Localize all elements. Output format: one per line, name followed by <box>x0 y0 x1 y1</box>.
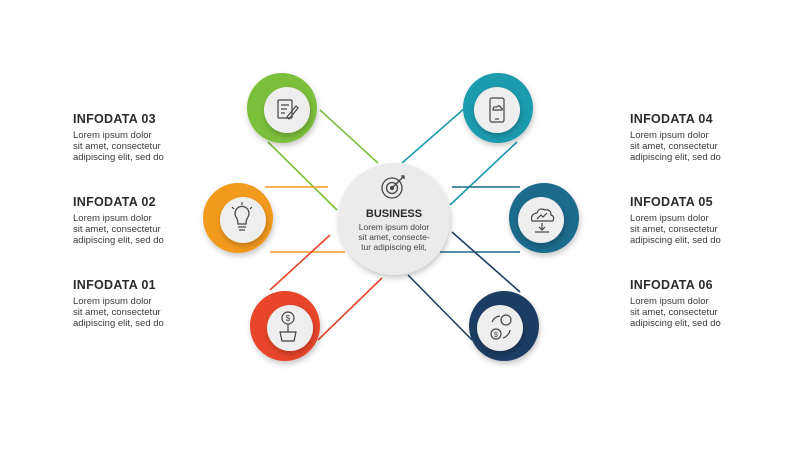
infodata-02-block: INFODATA 02 Lorem ipsum dolor sit amet, … <box>73 195 223 246</box>
infodata-04-line-2: sit amet, consectetur <box>630 141 718 152</box>
infodata-03-block: INFODATA 03 Lorem ipsum dolor sit amet, … <box>73 112 223 163</box>
connector-06b <box>407 274 473 341</box>
cloud-chart-icon <box>530 208 555 233</box>
infodata-03-line-2: sit amet, consectetur <box>73 141 161 152</box>
smartphone-cloud-icon <box>489 97 505 123</box>
infodata-03-line-3: adipiscing elit, sed do <box>73 152 164 163</box>
center-node: BUSINESS Lorem ipsum dolor sit amet, con… <box>338 163 450 275</box>
connector-01 <box>269 234 331 291</box>
infodata-02-line-2: sit amet, consectetur <box>73 224 161 235</box>
connector-03 <box>319 109 379 164</box>
infodata-03-line-1: Lorem ipsum dolor <box>73 130 152 141</box>
connector-04b <box>449 141 518 206</box>
infodata-02-title: INFODATA 02 <box>73 195 156 209</box>
center-line-2: sit amet, consecte- <box>358 232 430 242</box>
infodata-01-line-2: sit amet, consectetur <box>73 307 161 318</box>
infodata-05-line-2: sit amet, consectetur <box>630 224 718 235</box>
center-line-1: Lorem ipsum dolor <box>359 222 430 232</box>
lightbulb-icon <box>231 202 253 231</box>
infodata-03-title: INFODATA 03 <box>73 112 156 126</box>
infodata-06-title: INFODATA 06 <box>630 278 713 292</box>
node-01: $ <box>250 291 320 361</box>
node-04 <box>463 73 533 143</box>
connector-04 <box>401 107 466 164</box>
infodata-02-line-3: adipiscing elit, sed do <box>73 235 164 246</box>
infodata-01-block: INFODATA 01 Lorem ipsum dolor sit amet, … <box>73 278 223 329</box>
connector-lines <box>265 107 521 341</box>
connector-03b <box>267 141 338 211</box>
document-edit-icon <box>277 99 299 120</box>
infodata-04-title: INFODATA 04 <box>630 112 713 126</box>
node-03 <box>247 73 317 143</box>
infodata-06-line-3: adipiscing elit, sed do <box>630 318 721 329</box>
center-line-3: tur adipiscing elit, <box>361 242 427 252</box>
infodata-01-line-1: Lorem ipsum dolor <box>73 296 152 307</box>
money-cycle-icon: $ <box>490 314 512 340</box>
infodata-04-line-3: adipiscing elit, sed do <box>630 152 721 163</box>
infodata-05-title: INFODATA 05 <box>630 195 713 209</box>
infodata-01-line-3: adipiscing elit, sed do <box>73 318 164 329</box>
infodata-06-line-2: sit amet, consectetur <box>630 307 718 318</box>
connector-01b <box>317 277 383 341</box>
node-02 <box>203 183 273 253</box>
infodata-04-block: INFODATA 04 Lorem ipsum dolor sit amet, … <box>630 112 780 163</box>
infodata-05-line-1: Lorem ipsum dolor <box>630 213 709 224</box>
money-plant-icon: $ <box>279 311 297 342</box>
node-06: $ <box>469 291 539 361</box>
infodata-05-block: INFODATA 05 Lorem ipsum dolor sit amet, … <box>630 195 780 246</box>
svg-text:$: $ <box>286 314 291 323</box>
infodata-01-title: INFODATA 01 <box>73 278 156 292</box>
infodata-04-line-1: Lorem ipsum dolor <box>630 130 709 141</box>
center-title: BUSINESS <box>366 208 422 220</box>
svg-text:$: $ <box>494 332 498 339</box>
infodata-05-line-3: adipiscing elit, sed do <box>630 235 721 246</box>
connector-06 <box>451 231 521 293</box>
infodata-02-line-1: Lorem ipsum dolor <box>73 213 152 224</box>
target-icon <box>381 175 405 199</box>
infodata-06-block: INFODATA 06 Lorem ipsum dolor sit amet, … <box>630 278 780 329</box>
infodata-06-line-1: Lorem ipsum dolor <box>630 296 709 307</box>
node-05 <box>509 183 579 253</box>
